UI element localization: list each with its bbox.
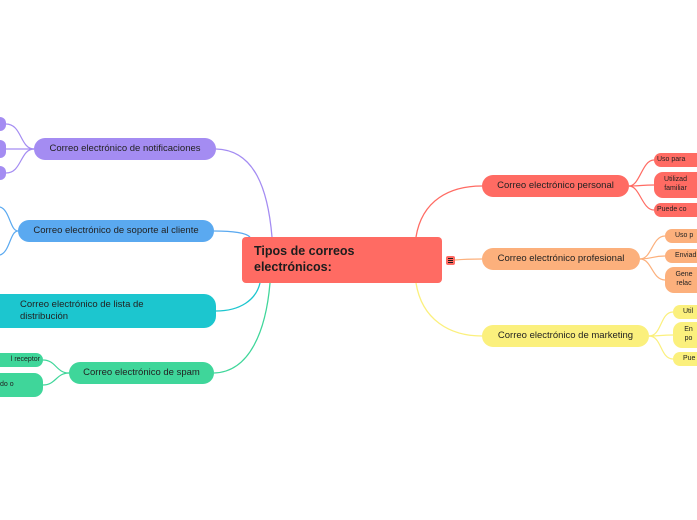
branch-lista-label: Correo electrónico de lista de distribuc… — [20, 299, 144, 322]
spam-sub-2[interactable]: do o — [0, 373, 43, 397]
connector-soporte-sub — [0, 206, 19, 256]
marketing-sub-2-label: En po — [684, 326, 693, 342]
branch-notificaciones[interactable]: Correo electrónico de notificaciones — [34, 138, 216, 160]
connector-personal-sub-3 — [628, 185, 655, 211]
personal-sub-3[interactable]: Puede co — [654, 203, 697, 217]
branch-notificaciones-label: Correo electrónico de notificaciones — [49, 143, 201, 155]
branch-marketing[interactable]: Correo electrónico de marketing — [482, 325, 649, 347]
personal-sub-1[interactable]: Uso para — [654, 153, 697, 167]
connector-profesional — [454, 258, 483, 261]
marketing-sub-3[interactable]: Pue — [673, 352, 697, 366]
marketing-sub-1-label: Util — [683, 307, 694, 315]
collapse-toggle-icon[interactable] — [446, 256, 455, 265]
branch-spam[interactable]: Correo electrónico de spam — [69, 362, 214, 384]
profesional-sub-3-label: Gene relac — [675, 271, 693, 287]
branch-soporte-cliente[interactable]: Correo electrónico de soporte al cliente — [18, 220, 214, 242]
connector-marketing — [415, 282, 483, 337]
profesional-sub-3[interactable]: Gene relac — [665, 267, 697, 293]
personal-sub-2[interactable]: Utilizad familiar — [654, 172, 697, 198]
connector-marketing-sub-1 — [648, 311, 674, 337]
notificaciones-sub-2[interactable] — [0, 140, 6, 158]
connector-soporte — [213, 230, 251, 238]
connector-spam — [213, 282, 271, 374]
branch-lista-distribucion[interactable]: Correo electrónico de lista de distribuc… — [0, 294, 216, 328]
spam-sub-2-label: do o — [0, 380, 14, 388]
spam-sub-1[interactable]: l receptor — [0, 353, 43, 367]
connector-notif-sub-1 — [5, 123, 35, 150]
central-topic[interactable]: Tipos de correos electrónicos: — [242, 237, 442, 283]
branch-personal-label: Correo electrónico personal — [497, 180, 614, 192]
profesional-sub-2-label: Enviad — [675, 251, 697, 259]
branch-profesional[interactable]: Correo electrónico profesional — [482, 248, 640, 270]
personal-sub-1-label: Uso para — [657, 155, 686, 163]
connector-personal — [415, 185, 483, 238]
personal-sub-2-label: Utilizad familiar — [664, 176, 687, 192]
connector-marketing-sub-3 — [648, 335, 674, 360]
central-topic-text: Tipos de correos electrónicos: — [254, 244, 355, 274]
connector-personal-sub-1 — [628, 159, 655, 187]
marketing-sub-1[interactable]: Util — [673, 305, 697, 319]
branch-spam-label: Correo electrónico de spam — [83, 367, 200, 379]
connector-lista — [215, 282, 261, 312]
branch-marketing-label: Correo electrónico de marketing — [497, 330, 634, 342]
spam-sub-1-label: l receptor — [10, 355, 40, 363]
connector-notif-sub-3 — [5, 148, 35, 174]
marketing-sub-3-label: Pue — [683, 354, 696, 362]
personal-sub-3-label: Puede co — [657, 205, 687, 213]
branch-soporte-label: Correo electrónico de soporte al cliente — [33, 225, 199, 237]
profesional-sub-1[interactable]: Uso p — [665, 229, 697, 243]
notificaciones-sub-3[interactable] — [0, 166, 6, 180]
connector-spam-sub-2 — [42, 372, 70, 386]
marketing-sub-2[interactable]: En po — [673, 322, 697, 348]
profesional-sub-2[interactable]: Enviad — [665, 249, 697, 263]
notificaciones-sub-1[interactable] — [0, 117, 6, 131]
branch-profesional-label: Correo electrónico profesional — [497, 253, 625, 265]
connector-notificaciones — [215, 148, 273, 238]
connector-spam-sub-1 — [42, 359, 70, 374]
profesional-sub-1-label: Uso p — [675, 231, 694, 239]
connector-profesional-sub-3 — [639, 258, 666, 281]
branch-personal[interactable]: Correo electrónico personal — [482, 175, 629, 197]
